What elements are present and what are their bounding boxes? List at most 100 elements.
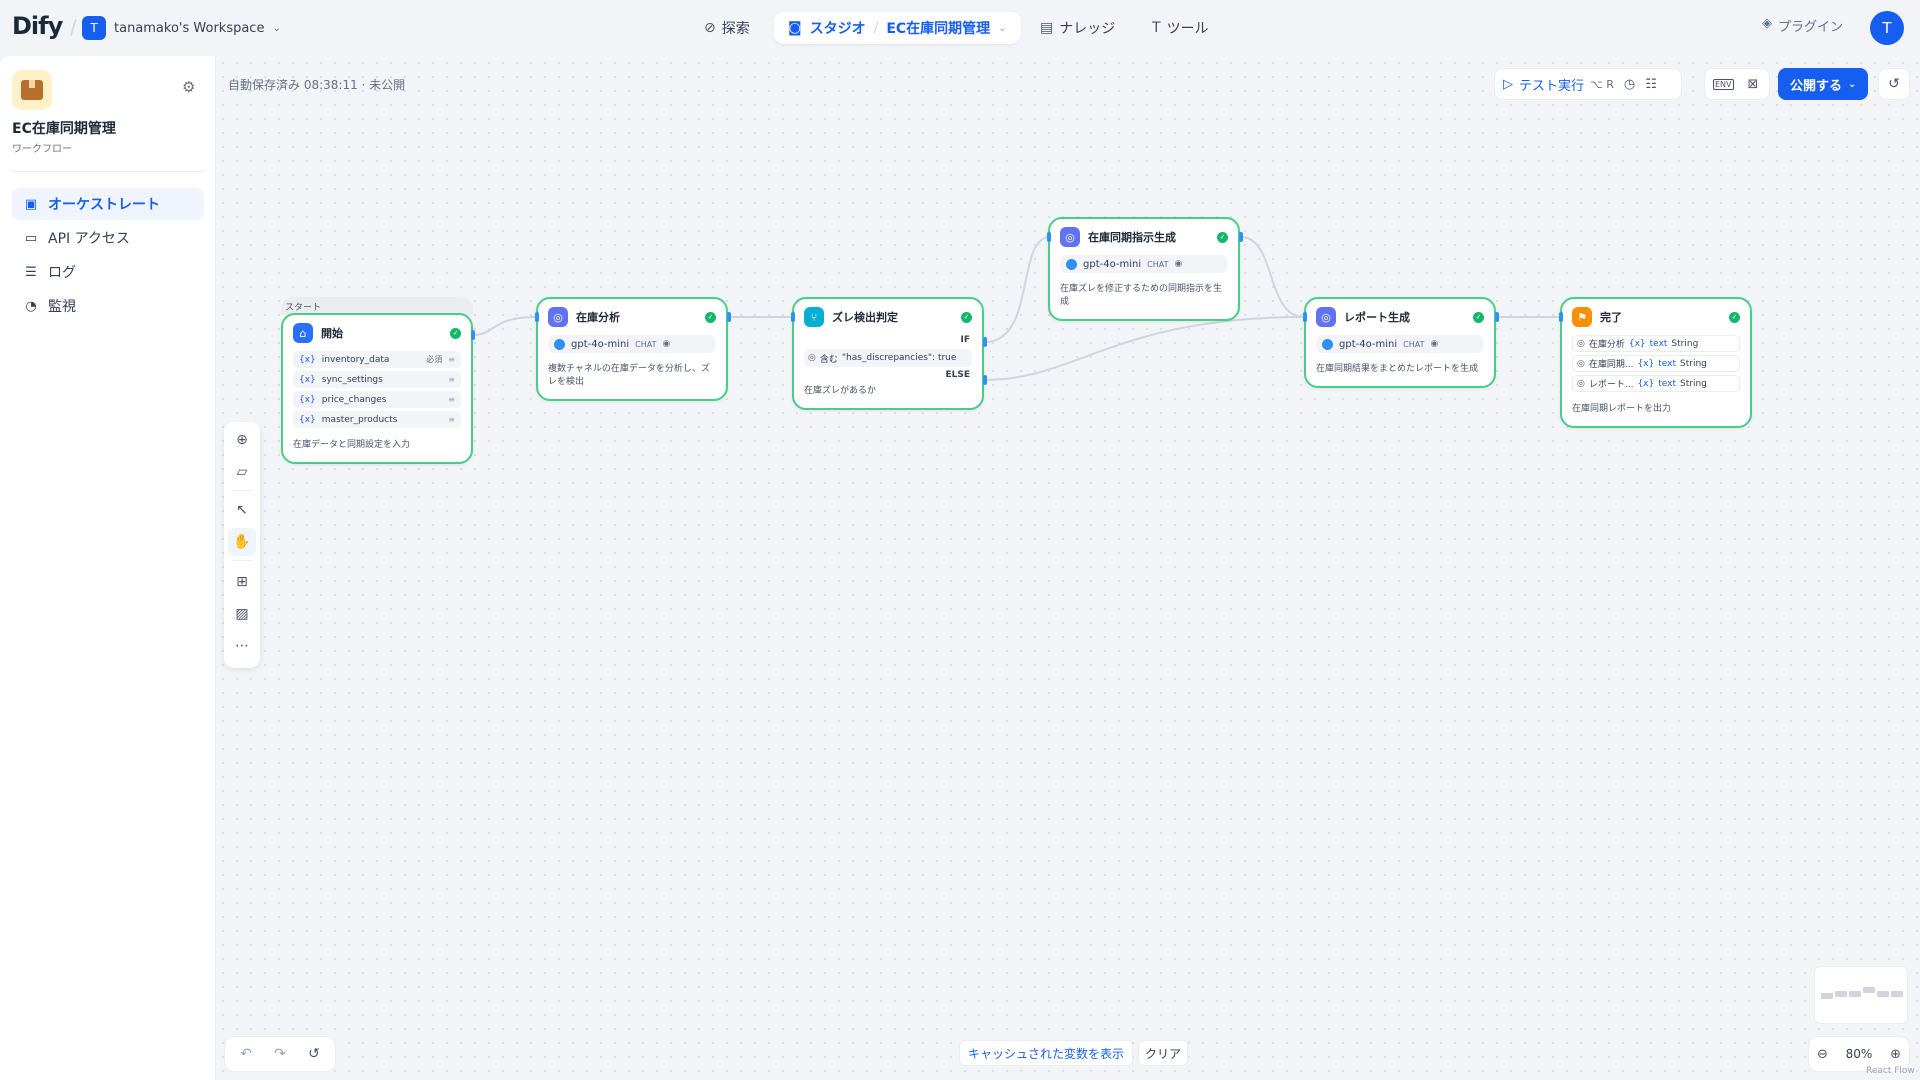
node-title: 在庫分析: [576, 311, 620, 324]
export-image-icon[interactable]: ▨: [235, 606, 249, 622]
zoom-control: ⊖ 80% ⊕: [1808, 1036, 1910, 1072]
workspace-switcher[interactable]: T tanamako's Workspace ⌄: [82, 16, 281, 40]
add-note-icon[interactable]: ▱: [236, 464, 248, 480]
version-history-button[interactable]: ↺: [1878, 68, 1910, 100]
condition-operator: 含む: [819, 354, 838, 365]
nav-explore-label: 探索: [721, 21, 750, 37]
node-target-handle[interactable]: [791, 312, 795, 322]
nav-explore[interactable]: ⊘ 探索: [704, 12, 750, 44]
sidebar-item-orchestrate[interactable]: ▣ オーケストレート: [12, 188, 204, 220]
chevron-down-icon: ⌄: [1848, 78, 1857, 90]
sidebar-item-logs[interactable]: ☰ ログ: [12, 256, 204, 288]
check-circle-icon: ✓: [450, 327, 461, 339]
test-run-shortcut: ⌥ R: [1590, 77, 1614, 91]
compass-icon: ⊘: [704, 20, 716, 36]
check-circle-icon: ✓: [1473, 311, 1484, 323]
output-var: text: [1658, 358, 1676, 369]
node-target-handle[interactable]: [1047, 232, 1051, 242]
edges-layer: [472, 236, 1560, 381]
workspace-avatar: T: [82, 16, 106, 40]
show-cached-variables-button[interactable]: キャッシュされた変数を表示: [959, 1040, 1134, 1066]
more-icon[interactable]: ⋯: [235, 638, 249, 654]
variable-name: price_changes: [321, 394, 387, 405]
output-source: 在庫分析: [1588, 340, 1625, 350]
sidebar-item-api[interactable]: ▭ API アクセス: [12, 222, 204, 254]
llm-node-report[interactable]: ◎ レポート生成 ✓ gpt-4o-mini CHAT ◉ 在庫同期結果をまとめ…: [1304, 297, 1496, 388]
organize-blocks-icon[interactable]: ⊞: [236, 574, 248, 590]
add-node-icon[interactable]: ⊕: [236, 432, 248, 448]
nav-studio[interactable]: ◙ スタジオ / EC在庫同期管理 ⌄: [774, 12, 1021, 44]
output-var: text: [1649, 338, 1668, 349]
monitor-icon: ◔: [25, 298, 37, 314]
nav-knowledge-label: ナレッジ: [1059, 21, 1116, 37]
zoom-out-icon[interactable]: ⊖: [1817, 1046, 1828, 1062]
llm-node-sync[interactable]: ◎ 在庫同期指示生成 ✓ gpt-4o-mini CHAT ◉ 在庫ズレを修正す…: [1048, 217, 1240, 321]
pointer-icon[interactable]: ↖: [236, 502, 248, 518]
checklist-clock-icon[interactable]: ◷: [1623, 76, 1636, 92]
robot-icon: ◙: [788, 20, 802, 36]
variable-icon: {x}: [299, 394, 316, 405]
react-flow-attribution: React Flow: [1866, 1066, 1915, 1076]
model-mode: CHAT: [1403, 339, 1425, 349]
variable-icon: {x}: [299, 354, 316, 365]
sidebar-item-monitor[interactable]: ◔ 監視: [12, 290, 204, 322]
dify-logo[interactable]: Dify: [12, 12, 63, 40]
output-var: text: [1658, 378, 1676, 389]
current-app-name[interactable]: EC在庫同期管理: [886, 21, 991, 37]
model-badge: gpt-4o-mini CHAT ◉: [548, 335, 716, 353]
minimap[interactable]: [1814, 966, 1908, 1024]
plugins-button[interactable]: ◈ プラグイン: [1762, 16, 1843, 35]
publish-button[interactable]: 公開する ⌄: [1778, 68, 1869, 100]
node-source-handle[interactable]: [1239, 232, 1243, 242]
zoom-in-icon[interactable]: ⊕: [1890, 1046, 1901, 1062]
test-run-button[interactable]: ▷ テスト実行 ⌥ R: [1503, 75, 1614, 94]
eye-icon: ◉: [1430, 339, 1439, 349]
redo-icon[interactable]: ↷: [274, 1046, 286, 1062]
end-node[interactable]: ⚑ 完了 ✓ ◎ 在庫分析 {x} text String ◎ 在庫同期... …: [1560, 297, 1752, 428]
output-variable: ◎ レポート... {x} text String: [1572, 375, 1740, 392]
node-source-handle[interactable]: [1495, 312, 1499, 322]
clear-button[interactable]: クリア: [1138, 1040, 1189, 1066]
if-source-handle[interactable]: [983, 337, 987, 347]
node-description: 在庫同期レポートを出力: [1572, 404, 1672, 414]
output-type: String: [1671, 338, 1699, 349]
variable-icon: {x}: [299, 374, 316, 385]
divider: [12, 171, 204, 172]
nav-knowledge[interactable]: ▤ ナレッジ: [1040, 12, 1115, 44]
else-source-handle[interactable]: [983, 375, 987, 385]
eye-icon: ◉: [1174, 259, 1183, 269]
hand-icon[interactable]: ✋: [228, 528, 256, 556]
hammer-icon: T: [1152, 20, 1161, 36]
start-variable: {x} inventory_data 必須 ≡: [293, 351, 461, 368]
eye-icon: ◉: [662, 339, 671, 349]
llm-node-analysis[interactable]: ◎ 在庫分析 ✓ gpt-4o-mini CHAT ◉ 複数チャネルの在庫データ…: [536, 297, 728, 401]
model-mode: CHAT: [1147, 259, 1169, 269]
user-avatar[interactable]: T: [1870, 11, 1904, 45]
workflow-canvas[interactable]: 自動保存済み 08:38:11 · 未公開 ▷ テスト実行 ⌥ R ◷ ☷ EN…: [216, 56, 1920, 1080]
variable-name: sync_settings: [321, 374, 383, 385]
sidebar-item-label: API アクセス: [48, 231, 130, 247]
ifelse-node[interactable]: ⑂ ズレ検出判定 ✓ IF ◎ 含む "has_discrepancies": …: [792, 297, 984, 410]
llm-icon: ◎: [548, 307, 568, 327]
node-source-handle[interactable]: [471, 330, 475, 340]
zoom-level[interactable]: 80%: [1845, 1047, 1873, 1061]
node-target-handle[interactable]: [1559, 312, 1563, 322]
nav-tools[interactable]: T ツール: [1152, 12, 1209, 44]
plugins-label: プラグイン: [1778, 20, 1844, 35]
variable-name: inventory_data: [321, 354, 390, 365]
start-node[interactable]: ⌂ 開始 ✓ {x} inventory_data 必須 ≡ {x} sync_…: [281, 313, 473, 464]
condition-value: "has_discrepancies": true: [841, 353, 957, 363]
variable-x-icon[interactable]: ⊠: [1747, 76, 1759, 92]
node-target-handle[interactable]: [535, 312, 539, 322]
node-source-handle[interactable]: [727, 312, 731, 322]
list-icon[interactable]: ☷: [1645, 76, 1657, 92]
sliders-icon[interactable]: ⚙: [182, 78, 196, 96]
nav-tools-label: ツール: [1166, 21, 1209, 37]
history-icon[interactable]: ↺: [308, 1046, 320, 1062]
env-button[interactable]: ENV: [1713, 78, 1734, 90]
undo-icon[interactable]: ↶: [240, 1046, 252, 1062]
breadcrumb-separator: /: [70, 15, 77, 39]
chevron-down-icon[interactable]: ⌄: [998, 22, 1007, 34]
output-source: レポート...: [1588, 380, 1634, 390]
node-target-handle[interactable]: [1303, 312, 1307, 322]
